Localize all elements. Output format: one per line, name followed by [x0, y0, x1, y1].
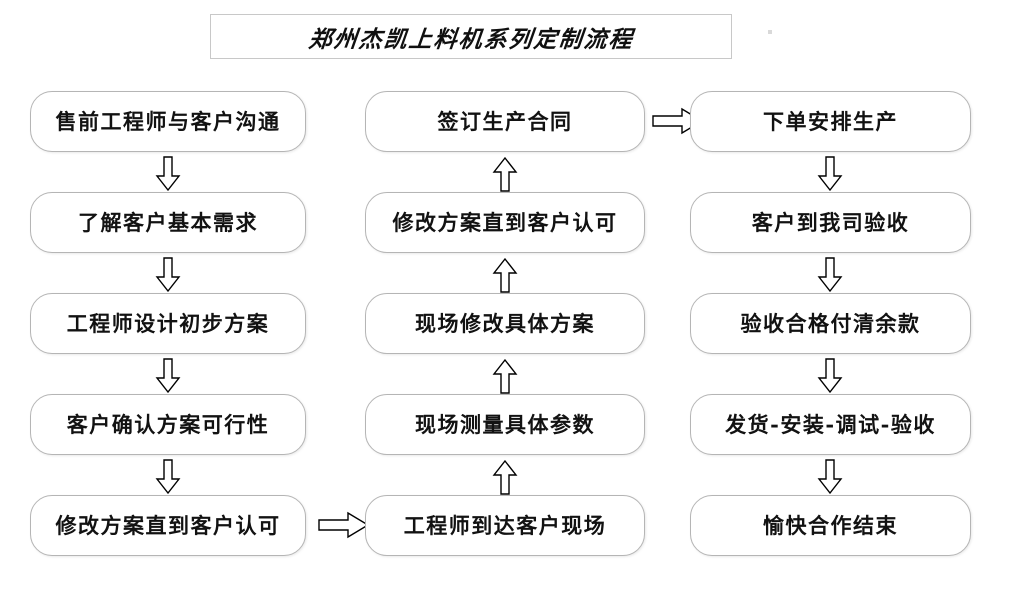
arrow-down-icon-left-4-5 — [155, 459, 181, 495]
node-right-4[interactable]: 发货-安装-调试-验收 — [690, 394, 971, 455]
node-right-3-label: 验收合格付清余款 — [740, 311, 921, 336]
node-left-4[interactable]: 客户确认方案可行性 — [30, 394, 306, 455]
arrow-down-icon-right-1-2 — [817, 156, 843, 192]
arrow-up-icon-middle-4-3 — [492, 358, 518, 394]
node-middle-3[interactable]: 现场修改具体方案 — [365, 293, 645, 354]
node-right-1[interactable]: 下单安排生产 — [690, 91, 971, 152]
node-right-5[interactable]: 愉快合作结束 — [690, 495, 971, 556]
node-right-1-label: 下单安排生产 — [763, 109, 898, 134]
arrow-down-icon-left-3-4 — [155, 358, 181, 394]
node-middle-3-label: 现场修改具体方案 — [415, 311, 595, 336]
node-left-3-label: 工程师设计初步方案 — [66, 311, 270, 336]
node-left-1-label: 售前工程师与客户沟通 — [55, 109, 281, 134]
node-middle-1-label: 签订生产合同 — [437, 109, 573, 134]
node-middle-1[interactable]: 签订生产合同 — [365, 91, 645, 152]
node-right-2-label: 客户到我司验收 — [751, 210, 910, 235]
node-left-1[interactable]: 售前工程师与客户沟通 — [30, 91, 306, 152]
arrow-down-icon-left-1-2 — [155, 156, 181, 192]
arrow-up-icon-middle-2-1 — [492, 156, 518, 192]
node-right-5-label: 愉快合作结束 — [763, 513, 898, 538]
node-left-3[interactable]: 工程师设计初步方案 — [30, 293, 306, 354]
node-middle-2-label: 修改方案直到客户认可 — [392, 210, 618, 235]
stray-dot-artifact — [768, 30, 772, 34]
node-left-5-label: 修改方案直到客户认可 — [55, 513, 281, 538]
node-middle-2[interactable]: 修改方案直到客户认可 — [365, 192, 645, 253]
arrow-right-icon-left-to-middle — [318, 511, 370, 539]
arrow-down-icon-left-2-3 — [155, 257, 181, 293]
node-left-4-label: 客户确认方案可行性 — [66, 412, 270, 437]
arrow-down-icon-right-3-4 — [817, 358, 843, 394]
chart-title-text: 郑州杰凯上料机系列定制流程 — [306, 25, 635, 53]
node-right-2[interactable]: 客户到我司验收 — [690, 192, 971, 253]
arrow-up-icon-middle-3-2 — [492, 257, 518, 293]
arrow-down-icon-right-2-3 — [817, 257, 843, 293]
node-middle-4[interactable]: 现场测量具体参数 — [365, 394, 645, 455]
arrow-down-icon-right-4-5 — [817, 459, 843, 495]
node-left-2-label: 了解客户基本需求 — [78, 210, 258, 235]
node-left-5[interactable]: 修改方案直到客户认可 — [30, 495, 306, 556]
node-middle-5-label: 工程师到达客户现场 — [403, 513, 607, 538]
node-right-4-label: 发货-安装-调试-验收 — [725, 412, 936, 437]
node-middle-4-label: 现场测量具体参数 — [415, 412, 595, 437]
node-left-2[interactable]: 了解客户基本需求 — [30, 192, 306, 253]
arrow-up-icon-middle-5-4 — [492, 459, 518, 495]
node-right-3[interactable]: 验收合格付清余款 — [690, 293, 971, 354]
chart-title-box: 郑州杰凯上料机系列定制流程 — [210, 14, 732, 59]
node-middle-5[interactable]: 工程师到达客户现场 — [365, 495, 645, 556]
